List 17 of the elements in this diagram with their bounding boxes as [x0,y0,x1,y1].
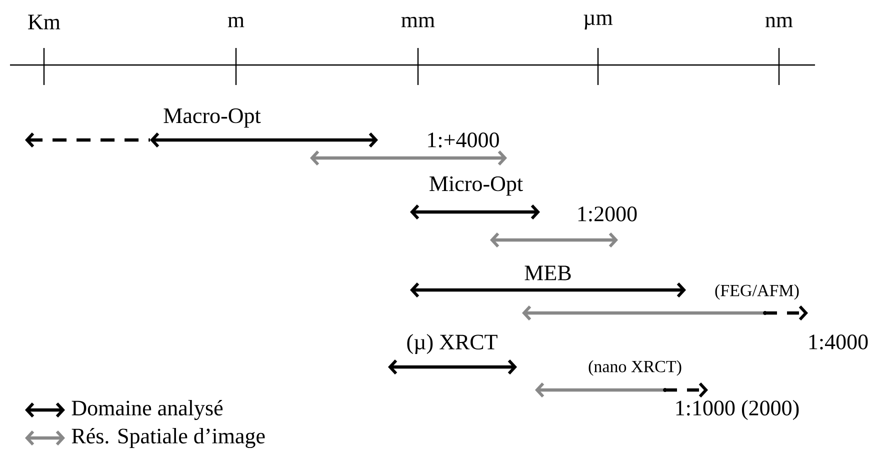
legend-label: Rés. Spatiale d’image [72,428,265,448]
ratio-label: 1:2000 [578,206,637,222]
method-label: Macro-Opt [164,108,261,128]
scale-label: Km [28,14,60,30]
scale-label: mm [401,16,435,28]
scale-label: µm [584,14,613,30]
method-label: (µ) XRCT [407,334,498,354]
method-label: MEB [524,266,571,280]
ratio-label: 1:4000 [809,334,868,350]
scale-label: m [228,16,244,28]
variant-label: (FEG/AFM) [715,284,799,300]
legend-label: Domaine analysé [72,400,223,420]
variant-label: (nano XRCT) [588,360,682,376]
ratio-label: 1:1000 (2000) [676,400,799,420]
scale-label: nm [765,16,793,28]
ratio-label: 1:+4000 [428,132,499,148]
method-label: Micro-Opt [430,176,523,196]
